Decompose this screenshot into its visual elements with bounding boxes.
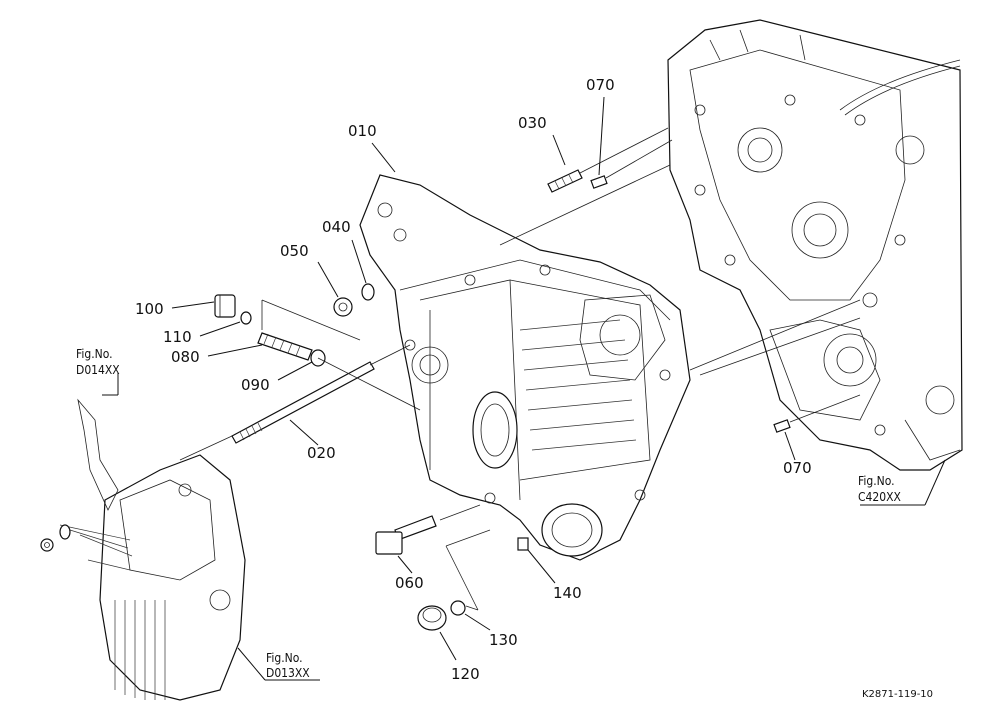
oring-part-130 [450,600,466,616]
leader-lines [102,96,946,681]
part-label-070-lower: 070 [783,459,812,477]
part-140 [517,537,529,551]
part-label-040: 040 [322,218,351,236]
part-label-120: 120 [451,665,480,683]
nut-part-050 [333,297,353,317]
stud-part-030 [547,169,583,193]
part-label-110: 110 [163,328,192,346]
assembly-guide-lines [179,127,861,611]
drawing-code: K2871-119-10 [862,689,933,700]
part-label-060: 060 [395,574,424,592]
transmission-case-assembly [667,19,963,471]
oring-part-110 [240,311,252,325]
part-label-080: 080 [171,348,200,366]
part-label-140: 140 [553,584,582,602]
part-label-090: 090 [241,376,270,394]
part-label-100: 100 [135,300,164,318]
pin-part-070-lower [773,419,791,433]
figref-c420-line1: Fig.No. [858,474,895,488]
figref-d014-line2: D014XX [76,363,120,377]
figref-c420-line2: C420XX [858,490,902,504]
figref-d014-line1: Fig.No. [76,347,113,361]
part-label-030: 030 [518,114,547,132]
stud-part-020 [231,361,375,444]
pin-part-070-upper [590,175,608,189]
main-housing-part-010 [359,174,691,561]
spring-part-080 [257,332,313,361]
plug-part-120 [417,605,447,631]
bolt-part-060 [375,515,437,555]
figref-d013-line1: Fig.No. [266,651,303,665]
part-label-070-upper: 070 [586,76,615,94]
figref-d013-line2: D013XX [266,666,310,680]
part-label-130: 130 [489,631,518,649]
washer-part-040 [361,283,375,301]
left-cover-assembly [40,398,246,701]
part-label-050: 050 [280,242,309,260]
part-label-020: 020 [307,444,336,462]
plug-part-100 [214,294,236,318]
part-label-010: 010 [348,122,377,140]
